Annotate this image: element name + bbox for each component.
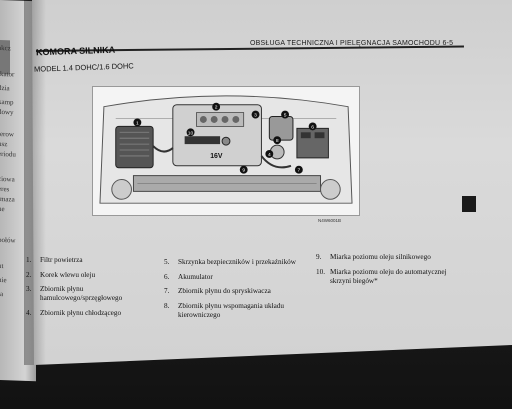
legend-text: Zbiornik płynu wspomagania układu kierow… (178, 301, 284, 319)
diagram-code: N4W6001B (318, 218, 342, 223)
left-page-text: kamp (0, 97, 14, 107)
legend-item: 2. Korek wlewu oleju (26, 271, 154, 280)
legend-text: Filtr powietrza (40, 256, 83, 264)
left-page-text: eres (0, 184, 10, 194)
left-page-text: eriodu (0, 149, 16, 159)
callout-8: 8 (276, 138, 279, 144)
left-page-text: połów (0, 235, 16, 245)
callout-6: 6 (311, 124, 314, 130)
left-page-text: ierow (0, 129, 14, 139)
legend-item: 8. Zbiornik płynu wspomagania układu kier… (164, 302, 304, 320)
legend-item: 5. Skrzynka bezpieczników i przekaźników (164, 258, 304, 267)
left-page-text: ikator (0, 69, 15, 79)
running-head: OBSŁUGA TECHNICZNA I PIELĘGNACJA SAMOCHO… (250, 40, 454, 47)
legend-number: 8. (164, 301, 170, 310)
legend-text: Akumulator (178, 272, 213, 281)
legend-text: Zbiornik płynu do spryskiwacza (178, 287, 271, 295)
engine-bay-diagram: 16V 1 2 3 4 5 6 7 8 9 10 (92, 86, 360, 216)
spine-shadow (24, 0, 46, 365)
legend-item: 4. Zbiornik płynu chłodzącego (26, 309, 154, 318)
legend-text: Miarka poziomu oleju do automatycznej sk… (330, 267, 447, 285)
left-page-text: nie (0, 275, 7, 285)
engine-bay-drawing: 16V 1 2 3 4 5 6 7 8 9 10 (99, 95, 353, 204)
legend-column-2: 5.Skrzynka bezpieczników i przekaźników … (164, 258, 304, 325)
engine-badge: 16V (210, 153, 223, 160)
callout-10: 10 (188, 130, 194, 136)
legend-item: 10. Miarka poziomu oleju do automatycznej… (316, 268, 456, 286)
legend-text: Skrzynka bezpieczników i przekaźników (178, 258, 296, 266)
legend-number: 5. (164, 258, 170, 266)
callout-9: 9 (242, 168, 245, 174)
chapter-tab (462, 196, 476, 212)
legend-number: 2. (26, 270, 32, 279)
left-page-text: ciowa (0, 174, 15, 184)
legend-number: 1. (26, 256, 32, 264)
callout-4: 4 (268, 152, 271, 158)
legend-column-3: 9. Miarka poziomu oleju silnikowego 10. Mi… (316, 253, 456, 291)
callout-2: 2 (215, 105, 218, 111)
legend-item: 6. Akumulator (164, 273, 304, 282)
left-page-text: usz (0, 139, 8, 149)
callout-7: 7 (297, 168, 300, 174)
callout-3: 3 (254, 113, 257, 119)
legend-item: 1. Filtr powietrza (26, 256, 154, 265)
legend-text: Zbiornik płynu hamulcowego/sprzęgłowego (40, 285, 123, 302)
legend-text: Miarka poziomu oleju silnikowego (330, 253, 431, 261)
callout-5: 5 (284, 113, 287, 119)
legend-text: Zbiornik płynu chłodzącego (40, 308, 122, 317)
legend-item: 9. Miarka poziomu oleju silnikowego (316, 253, 456, 262)
legend-item: 3. Zbiornik płynu hamulcowego/sprzęgłoweg… (26, 285, 154, 303)
legend-text: Korek wlewu oleju (40, 270, 96, 279)
legend-number: 9. (316, 253, 322, 261)
left-page-text: dowy (0, 107, 14, 117)
legend-number: 3. (26, 285, 32, 293)
legend-column-1: 1. Filtr powietrza 2. Korek wlewu oleju 3.… (26, 256, 154, 323)
legend-number: 6. (164, 272, 170, 281)
left-page-text: lmaza (0, 194, 15, 204)
legend-number: 4. (26, 308, 32, 317)
left-page-text: ut (0, 261, 4, 271)
legend-item: 7. Zbiornik płynu do spryskiwacza (164, 287, 304, 296)
left-page-text: dzia (0, 83, 10, 93)
legend-number: 7. (164, 287, 170, 295)
left-page-text: ła (0, 289, 4, 299)
left-page-text: akcz (0, 43, 11, 53)
callout-1: 1 (136, 120, 139, 126)
left-page-text: ue (0, 204, 5, 214)
legend-number: 10. (316, 267, 325, 276)
